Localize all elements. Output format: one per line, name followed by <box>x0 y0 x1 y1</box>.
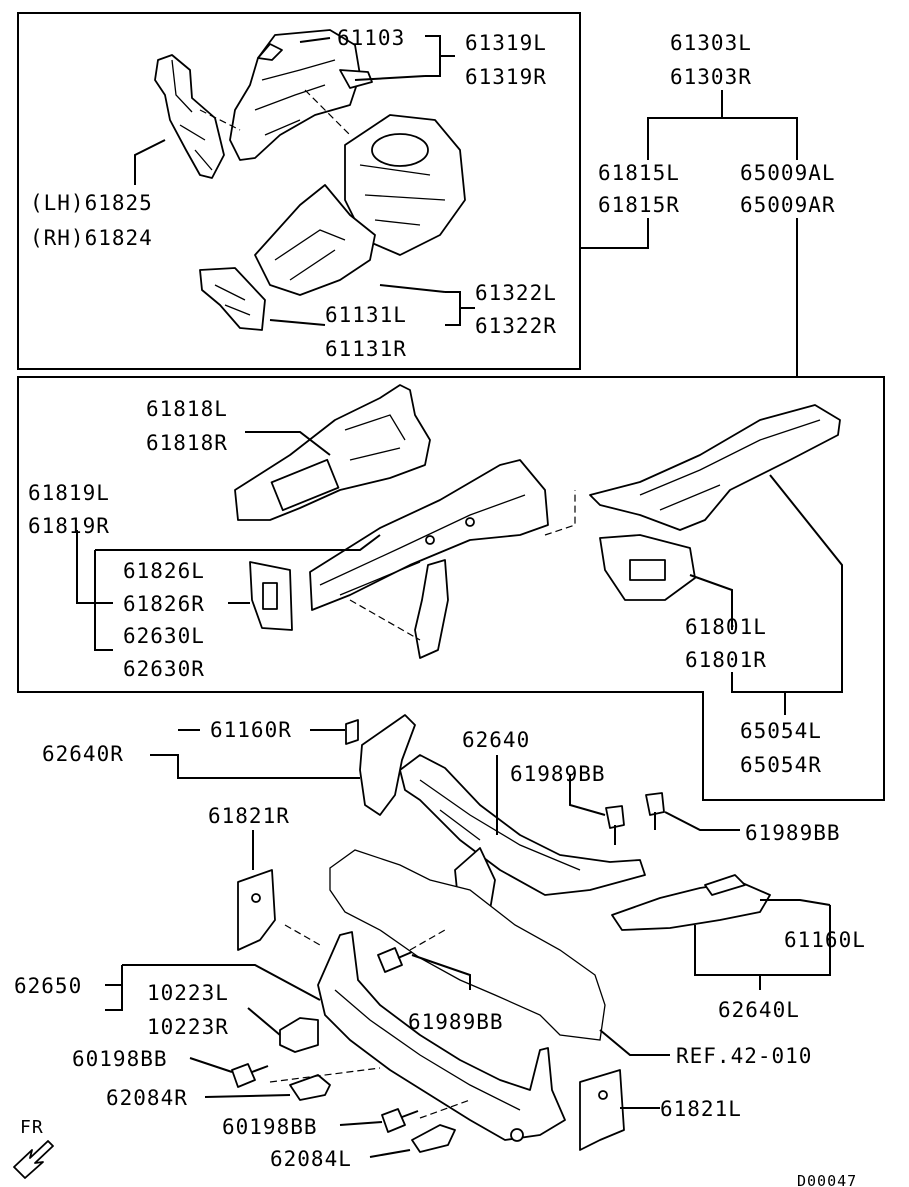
bolt-61989BB-upper <box>605 792 665 845</box>
part-62084R-drawing <box>289 1074 331 1101</box>
part-61818-drawing <box>234 384 431 521</box>
label-61826L: 61826L <box>123 559 205 583</box>
label-10223R: 10223R <box>147 1015 229 1039</box>
top-group-box <box>17 12 581 370</box>
bolt-61989BB-lower <box>377 947 413 973</box>
label-61815R: 61815R <box>598 193 680 217</box>
label-61131L: 61131L <box>325 303 407 327</box>
bolt-60198BB-lower <box>381 1108 419 1133</box>
label-62084L: 62084L <box>270 1147 352 1171</box>
label-61815L: 61815L <box>598 161 680 185</box>
part-62640L-drawing <box>611 874 771 931</box>
part-61160R-drawing <box>345 714 416 816</box>
part-61824-drawing <box>199 267 266 331</box>
label-61819R: 61819R <box>28 514 110 538</box>
label-fr: FR <box>20 1117 44 1138</box>
label-61818R: 61818R <box>146 431 228 455</box>
label-61989BB-c: 61989BB <box>408 1010 504 1034</box>
label-ref-42-010: REF.42-010 <box>676 1044 812 1068</box>
label-61825: (LH)61825 <box>30 191 153 215</box>
label-61319L: 61319L <box>465 31 547 55</box>
part-62630-drawing <box>249 561 293 631</box>
label-61160R: 61160R <box>210 718 292 742</box>
label-10223L: 10223L <box>147 981 229 1005</box>
label-62640R: 62640R <box>42 742 124 766</box>
label-61989BB-a: 61989BB <box>510 762 606 786</box>
label-62640: 62640 <box>462 728 530 752</box>
label-65054R: 65054R <box>740 753 822 777</box>
label-62084R: 62084R <box>106 1086 188 1110</box>
label-61322R: 61322R <box>475 314 557 338</box>
label-61824: (RH)61824 <box>30 226 153 250</box>
part-10223-drawing <box>279 1017 319 1053</box>
part-61819-drawing <box>309 459 549 611</box>
part-62084L-drawing <box>411 1124 456 1153</box>
part-65009-drawing <box>589 404 841 531</box>
label-65054L: 65054L <box>740 719 822 743</box>
label-62640L: 62640L <box>718 998 800 1022</box>
label-61322L: 61322L <box>475 281 557 305</box>
front-direction-arrow-icon <box>13 1140 54 1179</box>
label-61103: 61103 <box>337 26 405 50</box>
label-61826R: 61826R <box>123 592 205 616</box>
part-62650-drawing <box>317 931 566 1142</box>
part-61103-drawing <box>229 29 373 161</box>
label-61131R: 61131R <box>325 337 407 361</box>
label-61303R: 61303R <box>670 65 752 89</box>
label-65009AR: 65009AR <box>740 193 836 217</box>
label-62650: 62650 <box>14 974 82 998</box>
part-61821R-drawing <box>237 869 276 951</box>
part-61322-drawing <box>254 184 376 296</box>
label-61818L: 61818L <box>146 397 228 421</box>
label-61821L: 61821L <box>660 1097 742 1121</box>
part-61801-drawing <box>599 534 696 601</box>
leader-lines <box>76 35 843 1158</box>
label-61801L: 61801L <box>685 615 767 639</box>
label-62630L: 62630L <box>123 624 205 648</box>
label-61303L: 61303L <box>670 31 752 55</box>
middle-group-box <box>17 376 885 801</box>
part-61826-drawing <box>414 559 449 659</box>
diagram-id: D00047 <box>797 1172 857 1187</box>
label-60198BB-b: 60198BB <box>222 1115 318 1139</box>
label-61319R: 61319R <box>465 65 547 89</box>
label-61801R: 61801R <box>685 648 767 672</box>
label-61160L: 61160L <box>784 928 866 952</box>
label-61821R: 61821R <box>208 804 290 828</box>
part-ref-42-010-drawing <box>329 849 606 1041</box>
part-61825-drawing <box>154 54 225 179</box>
label-60198BB-a: 60198BB <box>72 1047 168 1071</box>
bolt-60198BB-upper <box>231 1063 269 1088</box>
label-61819L: 61819L <box>28 481 110 505</box>
part-61821L-drawing <box>579 1069 625 1151</box>
label-62630R: 62630R <box>123 657 205 681</box>
label-65009AL: 65009AL <box>740 161 836 185</box>
label-61989BB-b: 61989BB <box>745 821 841 845</box>
